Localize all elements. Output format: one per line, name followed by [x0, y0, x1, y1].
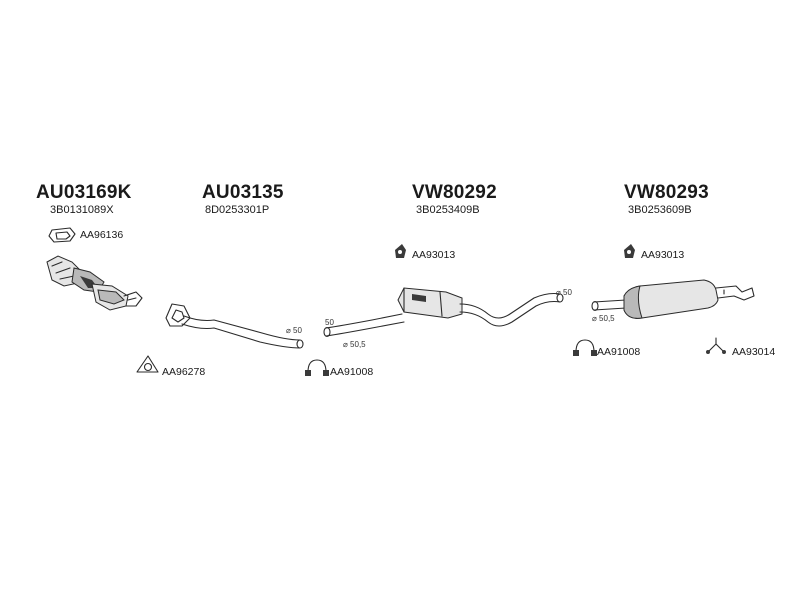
- gasket-label-aa96278: AA96278: [162, 366, 206, 378]
- dimension-middle-outlet: ⌀ 50: [556, 288, 572, 297]
- gasket-icon: [48, 227, 76, 243]
- part-number-middle-silencer: VW80292: [412, 182, 497, 203]
- front-pipe-icon: [165, 303, 304, 349]
- dimension-middle-inlet: 50: [325, 318, 334, 327]
- oem-number-front-pipe: 8D0253301P: [205, 204, 270, 216]
- hanger-label-aa93013-a: AA93013: [412, 249, 456, 261]
- rubber-hanger-icon: [395, 244, 406, 258]
- catalytic-converter-icon: [46, 255, 143, 311]
- dimension-front-pipe-outlet: ⌀ 50: [286, 326, 302, 335]
- middle-silencer-icon: [323, 287, 564, 338]
- bracket-label-aa93014: AA93014: [732, 346, 776, 358]
- clamp-icon: [305, 359, 329, 376]
- oem-number-rear-silencer: 3B0253609B: [628, 204, 692, 216]
- clamp-icon: [573, 339, 597, 356]
- gasket-label-aa96136: AA96136: [80, 229, 124, 241]
- oem-number-middle-silencer: 3B0253409B: [416, 204, 480, 216]
- clamp-label-aa91008-a: AA91008: [330, 366, 374, 378]
- hanger-label-aa93013-b: AA93013: [641, 249, 685, 261]
- part-number-front-pipe: AU03135: [202, 182, 284, 203]
- dimension-rear-inlet: ⌀ 50,5: [592, 314, 615, 323]
- part-number-catalyst: AU03169K: [36, 182, 132, 203]
- dimension-middle-inlet-dia: ⌀ 50,5: [343, 340, 366, 349]
- bracket-icon: [706, 337, 726, 354]
- oem-number-catalyst: 3B0131089X: [50, 204, 114, 216]
- rear-silencer-icon: [591, 279, 755, 319]
- part-number-rear-silencer: VW80293: [624, 182, 709, 203]
- gasket-icon: [136, 355, 159, 373]
- rubber-hanger-icon: [624, 244, 635, 258]
- clamp-label-aa91008-b: AA91008: [597, 346, 641, 358]
